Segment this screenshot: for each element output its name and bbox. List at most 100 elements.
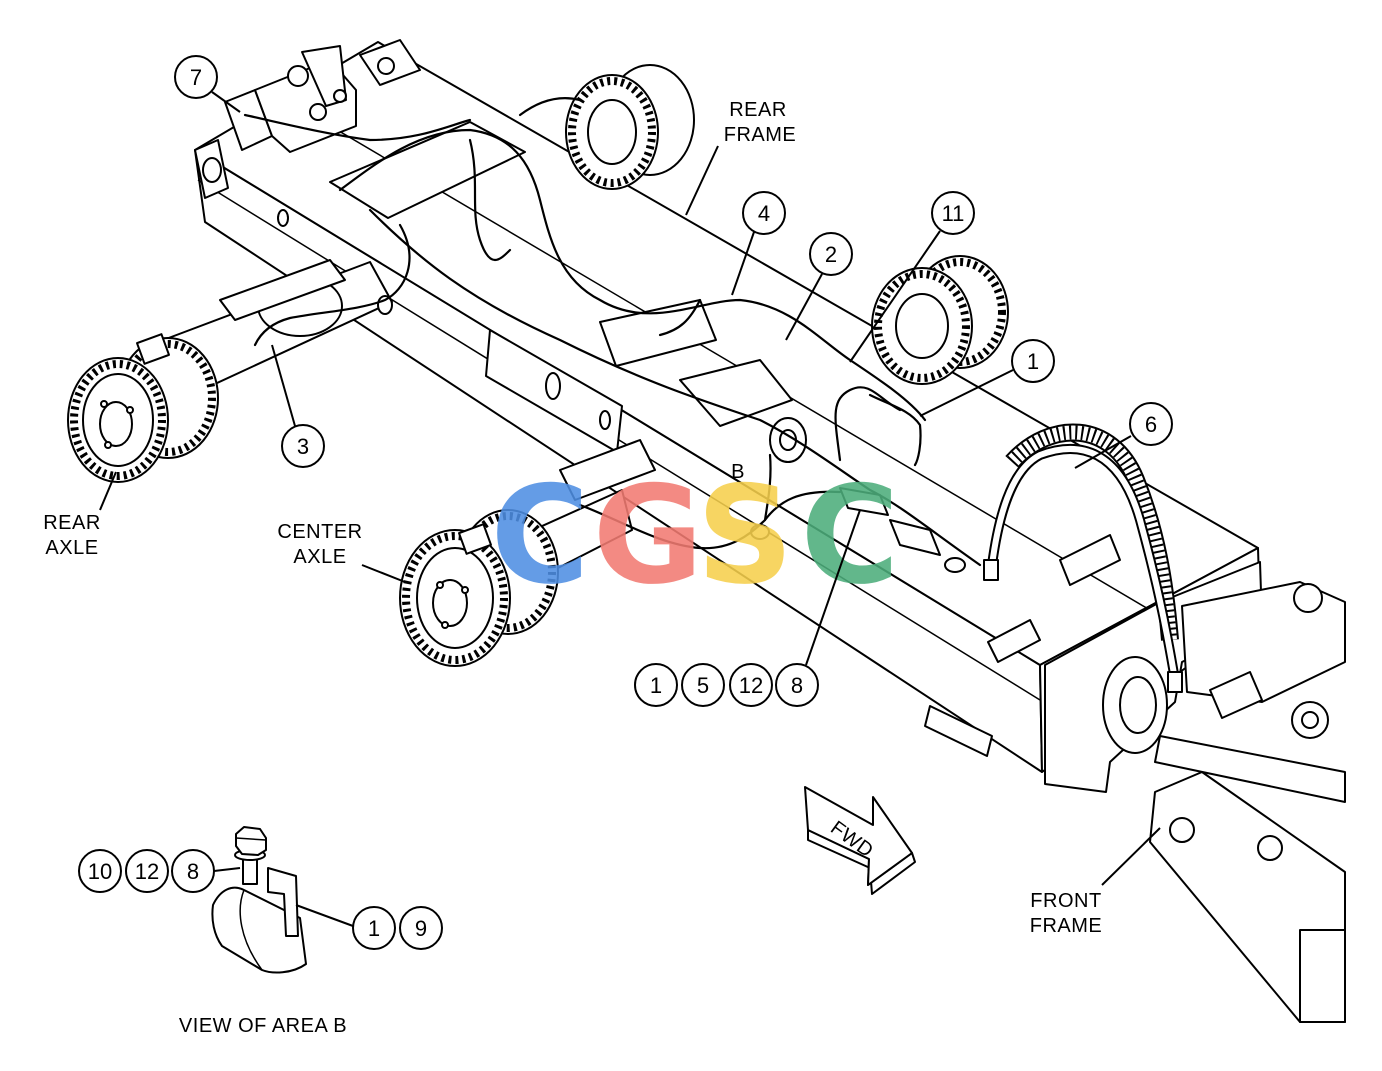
label-rear-axle-line2: AXLE	[45, 537, 98, 559]
hose-assembly	[983, 444, 1183, 693]
harness-main-top	[338, 128, 927, 422]
view-b-bolt-head-edge	[235, 837, 267, 841]
leader-4	[731, 231, 755, 296]
leader-view-b-1	[295, 904, 354, 927]
valve-assembly	[224, 39, 421, 153]
rear-axle-wheel	[67, 337, 219, 483]
callout-group-area-b: 1 5 12 8	[634, 663, 819, 707]
leader-center-axle	[361, 564, 406, 583]
leader-view-b-8	[213, 867, 241, 872]
view-b-caption: VIEW OF AREA B	[179, 1015, 347, 1037]
hose-fitting	[1167, 671, 1183, 693]
frame-rear-mount-eye	[377, 57, 395, 75]
center-wheel-hub	[432, 579, 468, 627]
label-center-axle-line1: CENTER	[277, 521, 362, 543]
center-wheel-bolt	[436, 581, 444, 589]
valve-mount	[301, 45, 347, 107]
center-wheel-bolt	[441, 621, 449, 629]
rear-wheel-tread	[70, 360, 166, 480]
front-frame-bracket	[1299, 929, 1346, 1023]
center-axle-bracket	[559, 439, 656, 501]
center-wheel-back-tread	[460, 512, 556, 632]
rear-frame-bracket	[987, 619, 1041, 663]
harness-front-branch	[868, 393, 922, 467]
harness-center-axle-branch	[578, 490, 842, 550]
rear-frame-handle	[924, 705, 993, 757]
valve-port	[309, 103, 327, 121]
watermark-letter: C	[490, 457, 589, 614]
wiring-harness	[243, 97, 982, 567]
front-frame-pivot	[1257, 835, 1283, 861]
callout-number: 3	[297, 434, 309, 459]
label-front-frame-line2: FRAME	[1030, 915, 1103, 937]
callout-12-area-b: 12	[729, 663, 773, 707]
leader-lines	[99, 91, 1161, 927]
rear-axle-top-plate	[219, 259, 346, 321]
label-front-frame-line1: FRONT	[1030, 890, 1101, 912]
hose-fitting	[983, 559, 999, 581]
callout-8-area-b: 8	[775, 663, 819, 707]
leader-rear-frame	[685, 145, 719, 216]
component-labels: REAR FRAME REAR AXLE CENTER AXLE FRONT F…	[43, 99, 1102, 1037]
label-rear-frame-line1: REAR	[729, 99, 787, 121]
leader-area-b-8	[805, 509, 861, 666]
harness-rear-branch	[243, 113, 472, 142]
leader-1	[919, 369, 1014, 417]
harness-bracket-branch	[658, 298, 702, 337]
watermark-logo: C G S C	[490, 457, 899, 614]
front-frame-pivot	[1293, 583, 1323, 613]
callout-number: 9	[415, 916, 427, 941]
rear-axle	[67, 259, 393, 483]
harness-connector	[944, 557, 966, 573]
front-frame	[1044, 561, 1346, 1023]
rear-wheel-bolt	[100, 400, 108, 408]
callout-number: 5	[697, 673, 709, 698]
harness-b-drop	[763, 453, 772, 522]
callout-number: 10	[88, 859, 112, 884]
front-frame-pivot	[1169, 817, 1195, 843]
harness-bracket	[599, 299, 717, 367]
callout-2: 2	[809, 232, 853, 276]
harness-sensor-branch	[834, 386, 902, 462]
view-b-clip	[267, 867, 299, 937]
view-area-b-detail	[211, 826, 307, 974]
harness-clip	[839, 487, 889, 516]
label-rear-axle-line1: REAR	[43, 512, 101, 534]
harness-main-side	[368, 208, 982, 567]
center-far-wheel-hub	[895, 293, 949, 359]
leader-6	[1074, 435, 1132, 469]
far-wheel-tread	[568, 77, 656, 187]
center-wheel-bolt	[461, 586, 469, 594]
callout-number: 1	[1027, 349, 1039, 374]
callout-number: 8	[187, 859, 199, 884]
callout-number: 4	[758, 201, 770, 226]
center-axle	[399, 439, 656, 667]
callout-number: 1	[650, 673, 662, 698]
callout-6: 6	[1129, 402, 1173, 446]
harness-rear-loop	[468, 138, 512, 262]
hose-body	[989, 446, 1178, 683]
callout-1: 1	[1011, 339, 1055, 383]
label-rear-frame-line2: FRAME	[724, 124, 797, 146]
callout-3: 3	[281, 424, 325, 468]
callouts: 7 4 2 11 1 6 3 1 5 12 8 10 12 8 1 9	[78, 55, 1173, 950]
valve-port	[333, 89, 347, 103]
rear-axle-sensor-box	[136, 333, 170, 365]
fwd-arrow-face	[804, 786, 913, 886]
ribbed-guard	[1005, 423, 1179, 641]
callout-1-view-b: 1	[352, 906, 396, 950]
callout-8-view-b: 8	[171, 849, 215, 893]
callout-group-view-b: 10 12 8 1 9	[78, 849, 443, 950]
center-wheel-tread	[402, 532, 508, 664]
leader-2	[785, 273, 823, 341]
control-module	[679, 359, 793, 427]
view-b-bolt-head	[235, 826, 267, 856]
callout-number: 6	[1145, 412, 1157, 437]
watermark-letter: S	[696, 457, 793, 614]
callout-number: 11	[942, 201, 965, 226]
callout-12-view-b: 12	[125, 849, 169, 893]
rear-frame-hole	[599, 410, 611, 430]
rear-frame-mount-plate	[1059, 534, 1121, 586]
center-far-wheel-tread	[874, 270, 970, 382]
